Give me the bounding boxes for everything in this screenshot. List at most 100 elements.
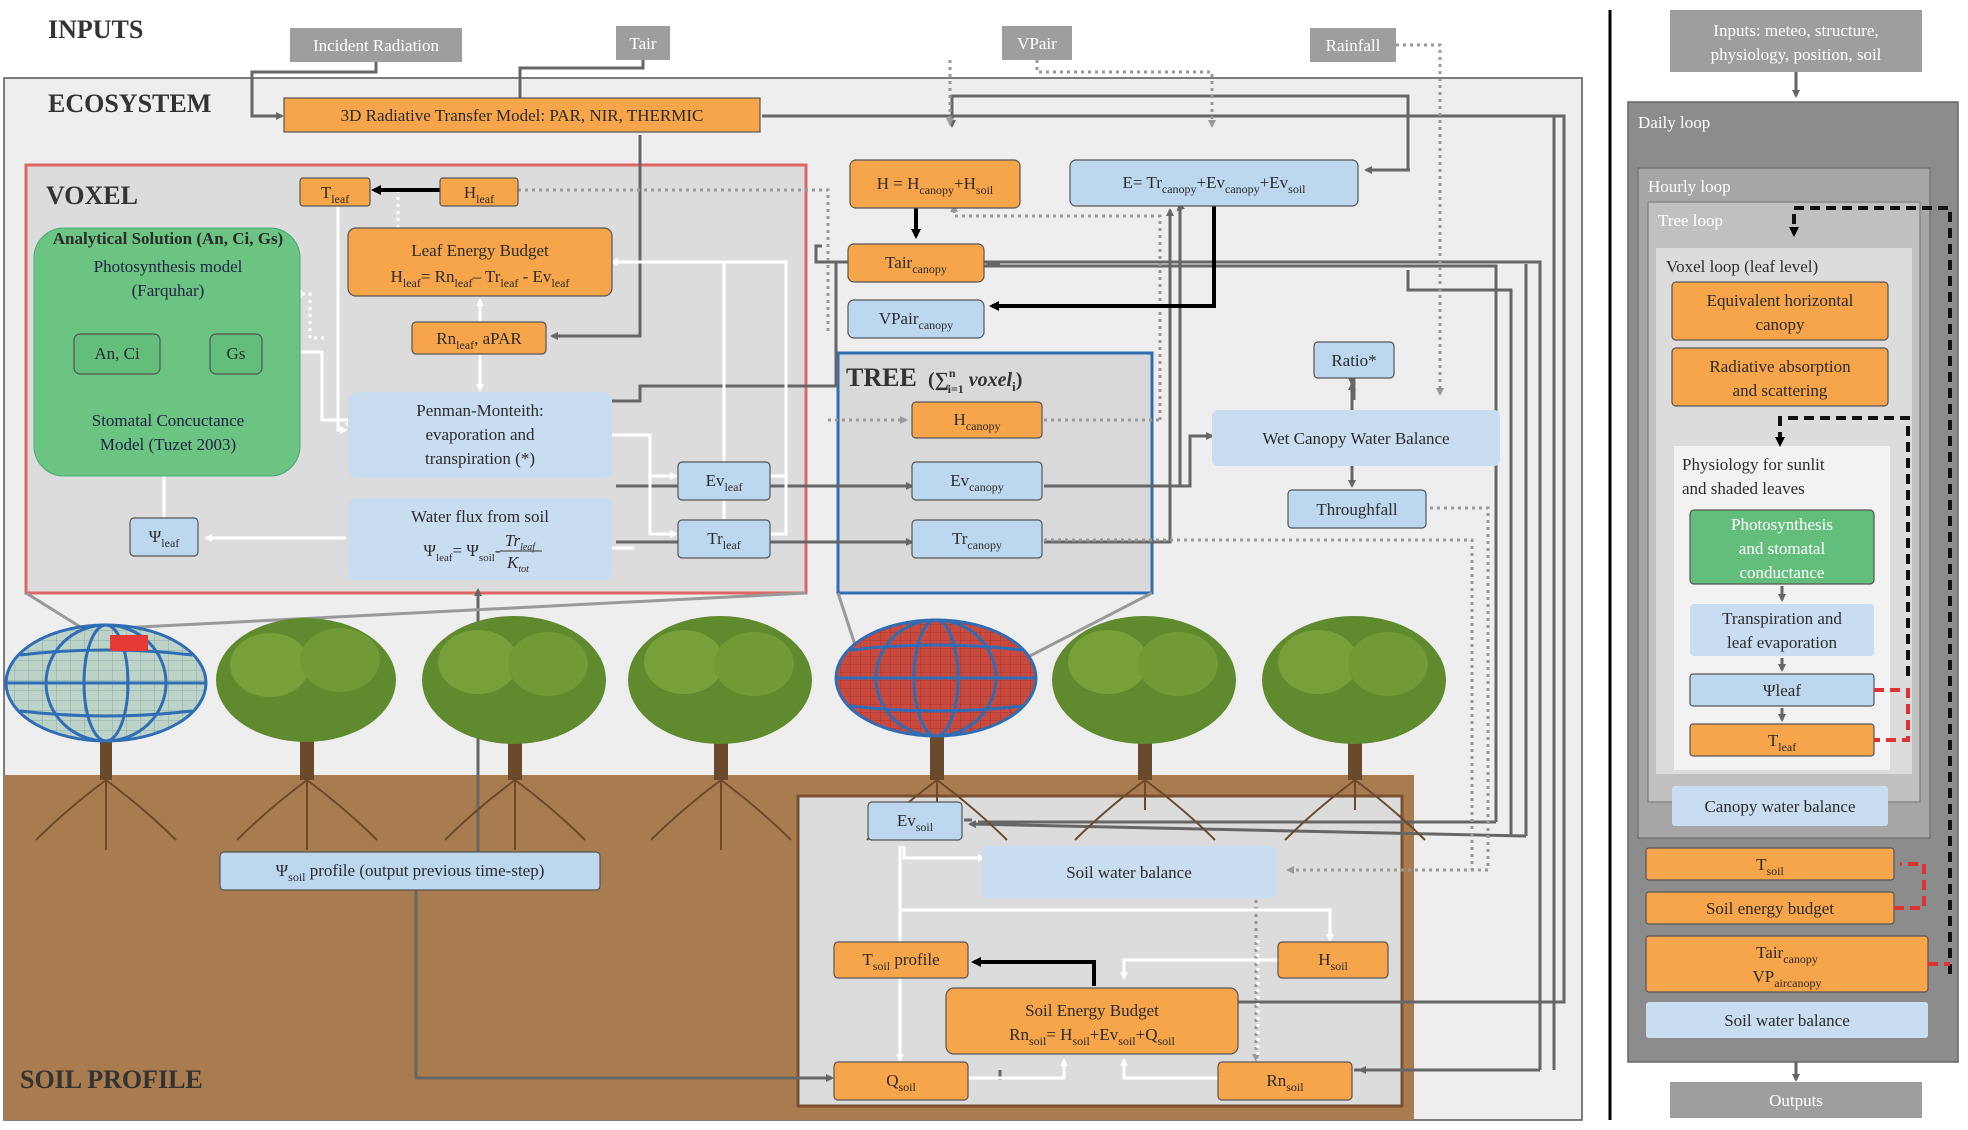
tr-leaf-label: Trleaf [707,529,740,552]
ev-leaf-box: Evleaf [677,461,771,501]
water-flux-title: Water flux from soil [411,507,549,526]
input-rainfall: Rainfall [1310,28,1396,62]
inputs-heading: INPUTS [48,15,143,44]
tree-icon [4,623,208,780]
voxel-zoom-line-right [119,591,807,630]
stomatal-model-line1: Stomatal Concuctance [92,411,244,430]
tr-canopy-box: Trcanopy [911,519,1043,559]
psi-soil-profile-box: Ψsoil profile (output previous time-step… [219,851,601,891]
water-flux-equation: Ψleaf= Ψsoil- [424,541,501,564]
tree-loop-label: Tree loop [1658,211,1723,230]
input-vpair-label: VPair [1017,34,1057,53]
flow-soil-energy-label: Soil energy budget [1706,899,1834,918]
flow-vp-aircanopy-label: VPaircanopy [1752,967,1821,990]
input-incident-radiation: Incident Radiation [290,28,462,62]
vpair-canopy-box: VPaircanopy [847,299,985,339]
soil-water-balance-box: Soil water balance [982,846,1276,898]
ev-canopy-label: Evcanopy [950,471,1004,494]
ev-soil-label: Evsoil [897,811,934,834]
voxel-heading: VOXEL [46,181,138,210]
soil-profile-heading: SOIL PROFILE [20,1065,203,1094]
pm-line2: evaporation and [425,425,535,444]
photosynthesis-model-line2: (Farquhar) [132,281,205,300]
rn-soil-box: Rnsoil [1217,1061,1353,1101]
penman-monteith-box: Penman-Monteith: evaporation and transpi… [348,392,612,478]
dotted-connectors [518,43,1490,1062]
voxel-zoom-line-left [25,591,83,630]
vpair-canopy-label: VPaircanopy [879,309,953,332]
tree-icon [834,618,1038,780]
q-soil-label: Qsoil [886,1071,916,1094]
flow-phys-line2: and shaded leaves [1682,479,1805,498]
flow-inputs-line2: physiology, position, soil [1711,45,1882,64]
t-leaf-box: Tleaf [299,177,371,207]
ev-canopy-box: Evcanopy [911,461,1043,501]
h-canopy-label: Hcanopy [954,410,1001,433]
soil-water-balance-label: Soil water balance [1066,863,1192,882]
h-soil-label: Hsoil [1318,950,1348,973]
tr-leaf-box: Trleaf [677,519,771,559]
input-tair-label: Tair [629,34,656,53]
wet-canopy-label: Wet Canopy Water Balance [1262,429,1449,448]
flow-rad-line1: Radiative absorption [1709,357,1851,376]
flow-photo-line1: Photosynthesis [1731,515,1833,534]
rn-leaf-box: Rnleaf, aPAR [411,321,547,355]
rn-leaf-label: Rnleaf, aPAR [436,329,522,352]
h-leaf-label: Hleaf [464,183,494,206]
tair-canopy-label: Taircanopy [885,253,947,276]
input-incident-radiation-label: Incident Radiation [313,36,440,55]
tree-icon [1052,616,1236,780]
roots [35,779,1426,850]
soil-energy-budget-equation: Rnsoil= Hsoil+Evsoil+Qsoil [1009,1025,1175,1048]
psi-leaf-box: Ψleaf [129,517,199,557]
h-soil-box: Hsoil [1277,941,1389,979]
water-flux-numerator: Trleaf [505,531,536,553]
psi-soil-profile-label: Ψsoil profile (output previous time-step… [276,861,545,884]
black-connectors [371,185,1216,986]
h-total-label: H = Hcanopy+Hsoil [877,174,994,197]
flow-t-leaf-label: Tleaf [1768,731,1796,754]
leaf-energy-budget-box: Leaf Energy Budget Hleaf= Rnleaf– Trleaf… [347,227,613,297]
t-leaf-label: Tleaf [321,183,349,206]
tree-icon [216,618,396,780]
analytical-title: Analytical Solution (An, Ci, Gs) [53,229,283,248]
leaf-energy-budget-equation: Hleaf= Rnleaf– Trleaf - Evleaf [391,267,570,290]
t-soil-profile-label: Tsoil profile [862,950,939,973]
q-soil-box: Qsoil [833,1061,969,1101]
tree-icon [628,616,812,780]
radiative-transfer-model-box: 3D Radiative Transfer Model: PAR, NIR, T… [283,97,761,133]
flow-t-soil-label: Tsoil [1756,855,1784,878]
soil-energy-budget-box: Soil Energy Budget Rnsoil= Hsoil+Evsoil+… [945,987,1239,1055]
ev-soil-box: Evsoil [867,801,963,841]
flow-outputs-label: Outputs [1769,1091,1823,1110]
ratio-label: Ratio* [1331,351,1376,370]
throughfall-box: Throughfall [1287,489,1427,529]
radiative-transfer-label: 3D Radiative Transfer Model: PAR, NIR, T… [341,106,704,125]
flow-transp-line2: leaf evaporation [1727,633,1837,652]
h-total-box: H = Hcanopy+Hsoil [849,159,1021,209]
input-tair: Tair [616,26,670,60]
flow-photo-line2: and stomatal [1739,539,1826,558]
tr-canopy-label: Trcanopy [952,529,1002,552]
input-rainfall-label: Rainfall [1326,36,1381,55]
flowchart: Inputs: meteo, structure, physiology, po… [1627,10,1959,1118]
gs-label: Gs [227,344,246,363]
ev-leaf-label: Evleaf [706,471,743,494]
tree-heading-label: TREE [846,363,917,392]
flow-canopy-water-label: Canopy water balance [1704,797,1855,816]
flow-rad-line2: and scattering [1733,381,1828,400]
rn-soil-label: Rnsoil [1266,1071,1304,1094]
e-total-box: E= Trcanopy+Evcanopy+Evsoil [1069,159,1359,207]
voxel-loop-label: Voxel loop (leaf level) [1666,257,1818,276]
analytical-solution-panel: Analytical Solution (An, Ci, Gs) Photosy… [33,227,301,477]
wet-canopy-box: Wet Canopy Water Balance [1212,410,1500,466]
tree-icon [422,616,606,780]
flow-inputs-line1: Inputs: meteo, structure, [1713,21,1878,40]
h-canopy-box: Hcanopy [911,401,1043,439]
an-ci-label: An, Ci [94,344,140,363]
flow-equiv-line2: canopy [1755,315,1805,334]
flow-phys-line1: Physiology for sunlit [1682,455,1825,474]
flow-psi-leaf-label: Ψleaf [1763,681,1801,700]
flow-tair-canopy-label: Taircanopy [1756,943,1818,966]
